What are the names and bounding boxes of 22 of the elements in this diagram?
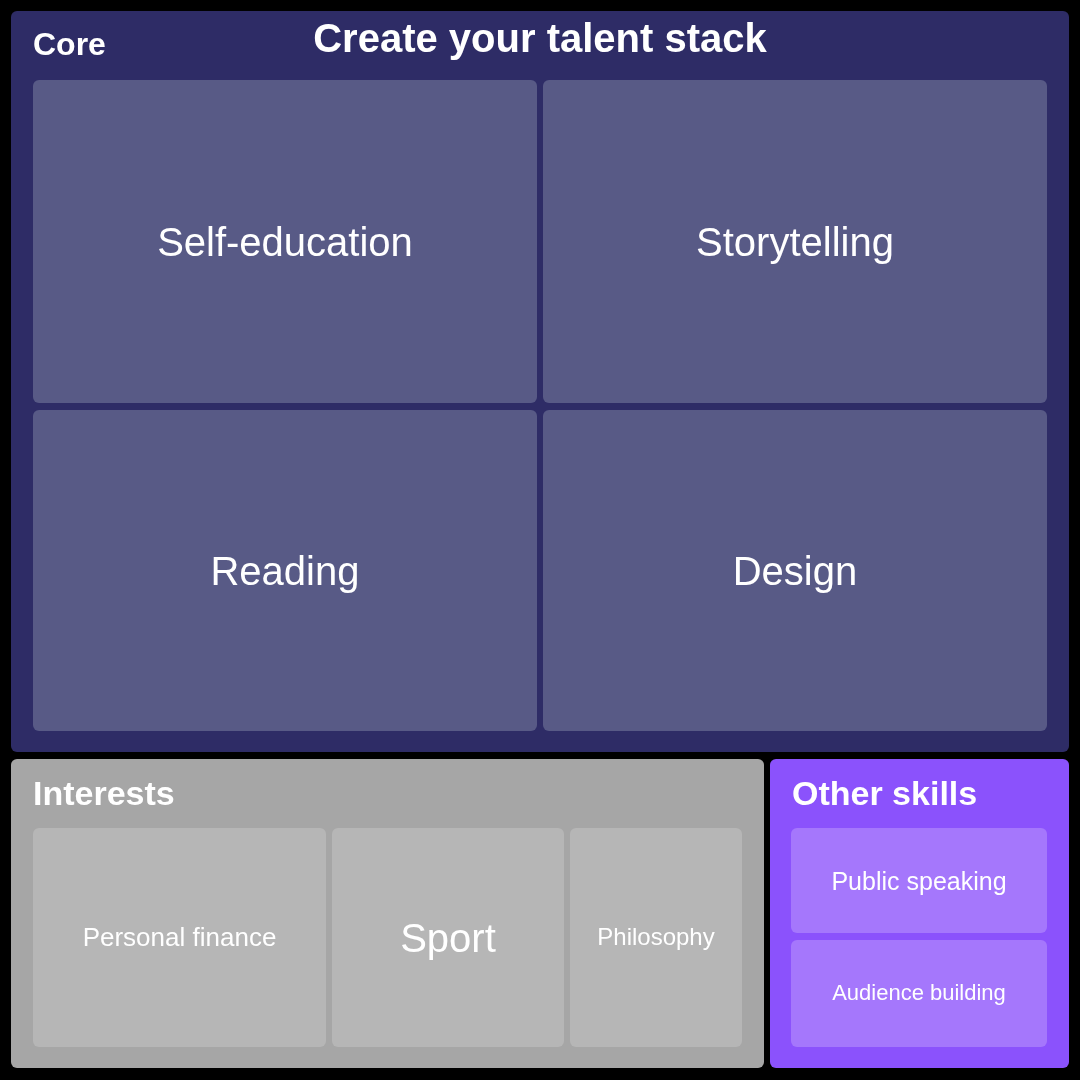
skill-tile bbox=[33, 410, 537, 731]
category-heading: Other skills bbox=[792, 773, 978, 814]
category-panel bbox=[11, 11, 1069, 752]
skill-tile bbox=[33, 80, 537, 403]
skill-label: Storytelling bbox=[695, 218, 895, 266]
category-panel bbox=[11, 759, 764, 1068]
category-heading: Interests bbox=[33, 773, 175, 814]
skill-tile bbox=[543, 410, 1047, 731]
skill-label: Reading bbox=[209, 547, 361, 595]
category-panel bbox=[770, 759, 1069, 1068]
skill-label: Personal finance bbox=[81, 921, 278, 954]
skill-tile bbox=[543, 80, 1047, 403]
skill-label: Design bbox=[731, 547, 859, 595]
skill-label: Audience building bbox=[831, 980, 1007, 1007]
skill-tile bbox=[791, 940, 1047, 1047]
skill-label: Self-education bbox=[156, 218, 414, 266]
diagram-title: Create your talent stack bbox=[313, 16, 767, 60]
skill-label: Public speaking bbox=[830, 865, 1008, 896]
skill-label: Sport bbox=[399, 914, 497, 962]
skill-tile bbox=[791, 828, 1047, 933]
category-heading: Core bbox=[33, 25, 106, 64]
skill-label: Philosophy bbox=[596, 923, 716, 952]
